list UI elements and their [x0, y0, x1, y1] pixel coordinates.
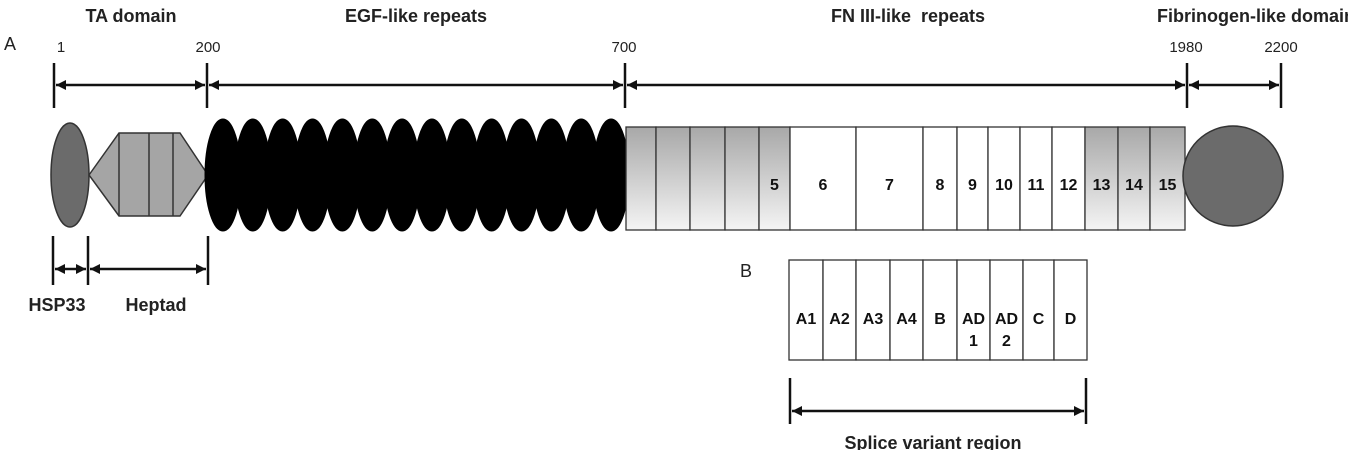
- splice-repeat-box: [1022, 259, 1055, 361]
- fn3-repeat-box: [855, 126, 924, 231]
- hsp33-label: HSP33: [28, 295, 85, 315]
- splice-range-marker: [788, 378, 1088, 424]
- fn3-repeat-label: 14: [1125, 177, 1143, 194]
- fn3-repeat-box: [987, 126, 1021, 231]
- position-label-1980: 1980: [1169, 39, 1202, 56]
- splice-repeat-sublabel: 2: [1002, 333, 1011, 350]
- egf-repeat-ellipse: [592, 118, 630, 232]
- top-range-markers: [52, 63, 1283, 108]
- heptad-hexagon: [88, 132, 209, 217]
- egf-repeats: [204, 118, 630, 232]
- splice-repeat-label: D: [1065, 311, 1077, 328]
- splice-repeat-label: A3: [863, 311, 884, 328]
- fn3-repeats: 5 6 7 8 9 10 11 12 13 14 15: [625, 126, 1186, 231]
- fibrinogen-circle: [1182, 125, 1284, 227]
- fn3-repeat-box: [789, 126, 857, 231]
- fn3-repeats-title: FN III-like repeats: [831, 6, 985, 26]
- fn3-repeat-label: 5: [770, 177, 779, 194]
- splice-repeat-box: [1053, 259, 1088, 361]
- splice-repeat-label: A2: [829, 311, 850, 328]
- splice-repeat-box: [788, 259, 824, 361]
- heptad-label: Heptad: [125, 295, 186, 315]
- position-label-200: 200: [195, 39, 220, 56]
- splice-repeat-box: [822, 259, 857, 361]
- fn3-repeat-box: [689, 126, 726, 231]
- fn3-repeat-label: 12: [1060, 177, 1078, 194]
- splice-repeat-label: C: [1033, 311, 1045, 328]
- splice-repeat-box: [922, 259, 958, 361]
- fn3-repeat-label: 11: [1028, 177, 1045, 194]
- egf-repeats-title: EGF-like repeats: [345, 6, 487, 26]
- panel-label-a: A: [4, 34, 16, 54]
- fn3-repeat-box: [758, 126, 791, 231]
- splice-repeat-label: A4: [896, 311, 917, 328]
- fn3-repeat-label: 9: [968, 177, 977, 194]
- splice-region-label: Splice variant region: [844, 433, 1021, 450]
- fn3-repeat-label: 6: [819, 177, 828, 194]
- bottom-range-markers: [51, 236, 210, 285]
- splice-repeat-label: B: [934, 311, 946, 328]
- fn3-repeat-box: [625, 126, 657, 231]
- position-label-2200: 2200: [1264, 39, 1297, 56]
- fibrinogen-domain-title: Fibrinogen-like domain: [1157, 6, 1348, 26]
- fn3-repeat-box: [724, 126, 760, 231]
- splice-repeat-box: [989, 259, 1024, 361]
- ta-domain-title: TA domain: [86, 6, 177, 26]
- splice-repeat-box: [956, 259, 991, 361]
- hsp33-ellipse: [50, 122, 90, 228]
- splice-repeat-sublabel: 1: [969, 333, 978, 350]
- fn3-repeat-box: [655, 126, 691, 231]
- fn3-repeat-box: [1019, 126, 1053, 231]
- position-label-1: 1: [57, 39, 65, 56]
- splice-variant-repeats: A1 A2 A3 A4 B AD 1 AD 2 C D: [788, 259, 1088, 361]
- fn3-repeat-label: 15: [1159, 177, 1177, 194]
- splice-repeat-label: A1: [796, 311, 817, 328]
- position-label-700: 700: [611, 39, 636, 56]
- fn3-repeat-label: 8: [936, 177, 945, 194]
- panel-label-b: B: [740, 261, 752, 281]
- fn3-repeat-label: 7: [885, 177, 894, 194]
- splice-repeat-label: AD: [995, 311, 1018, 328]
- splice-repeat-box: [855, 259, 891, 361]
- fn3-repeat-label: 10: [995, 177, 1013, 194]
- splice-repeat-box: [889, 259, 924, 361]
- fn3-repeat-label: 13: [1093, 177, 1111, 194]
- splice-repeat-label: AD: [962, 311, 985, 328]
